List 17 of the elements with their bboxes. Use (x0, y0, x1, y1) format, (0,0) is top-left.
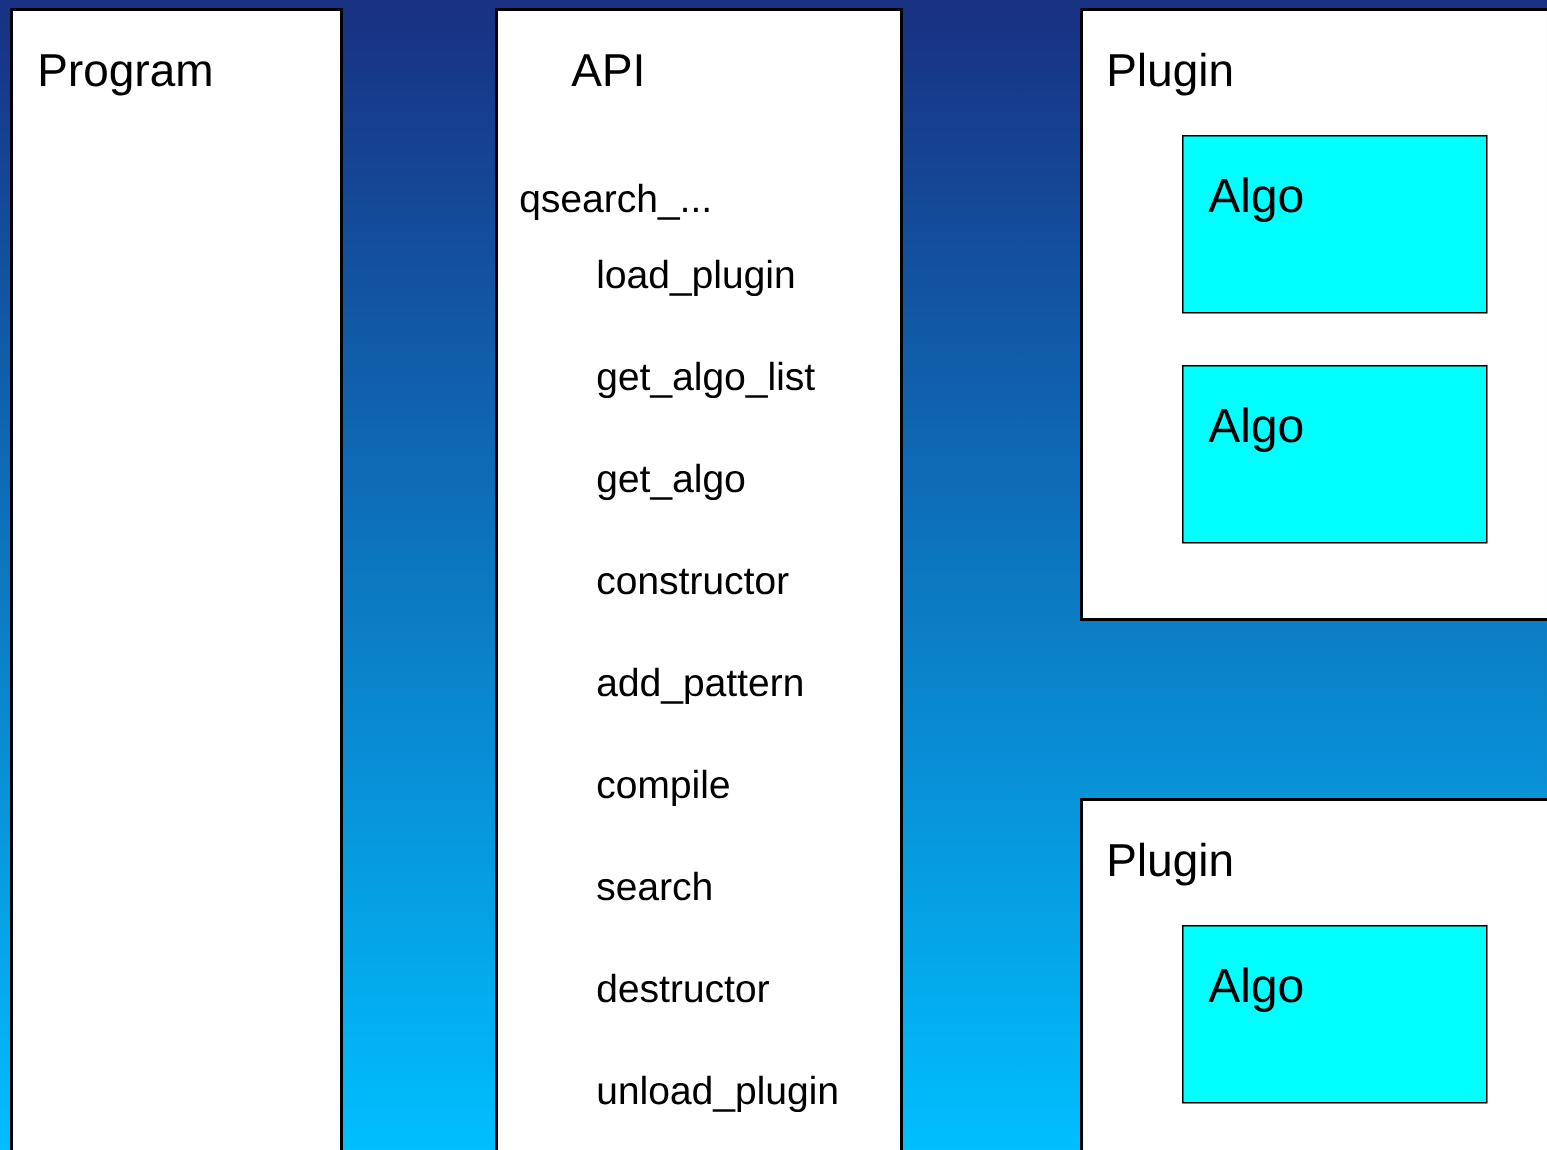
box-title: Algo (1208, 177, 1303, 222)
function-name: destructor (597, 973, 769, 1003)
box-title: Algo (1208, 967, 1303, 1012)
function-name: compile (597, 769, 729, 807)
function-name: get_algo_list (597, 361, 815, 399)
box-title: Algo (1208, 407, 1303, 452)
function-name: get_algo (597, 463, 745, 501)
function-name: constructor (597, 568, 789, 595)
panel-title: Plugin (1110, 842, 1232, 886)
panel-title: Plugin (1110, 52, 1232, 96)
panel-title: API (571, 54, 642, 86)
function-name: unload_plugin (598, 1075, 837, 1113)
function-name: search (597, 871, 711, 901)
function-name: add_pattern (597, 667, 802, 705)
panel-title: Program (41, 54, 211, 96)
namespace-label: qsearch_... (520, 183, 709, 221)
function-name: load_plugin (598, 259, 794, 297)
